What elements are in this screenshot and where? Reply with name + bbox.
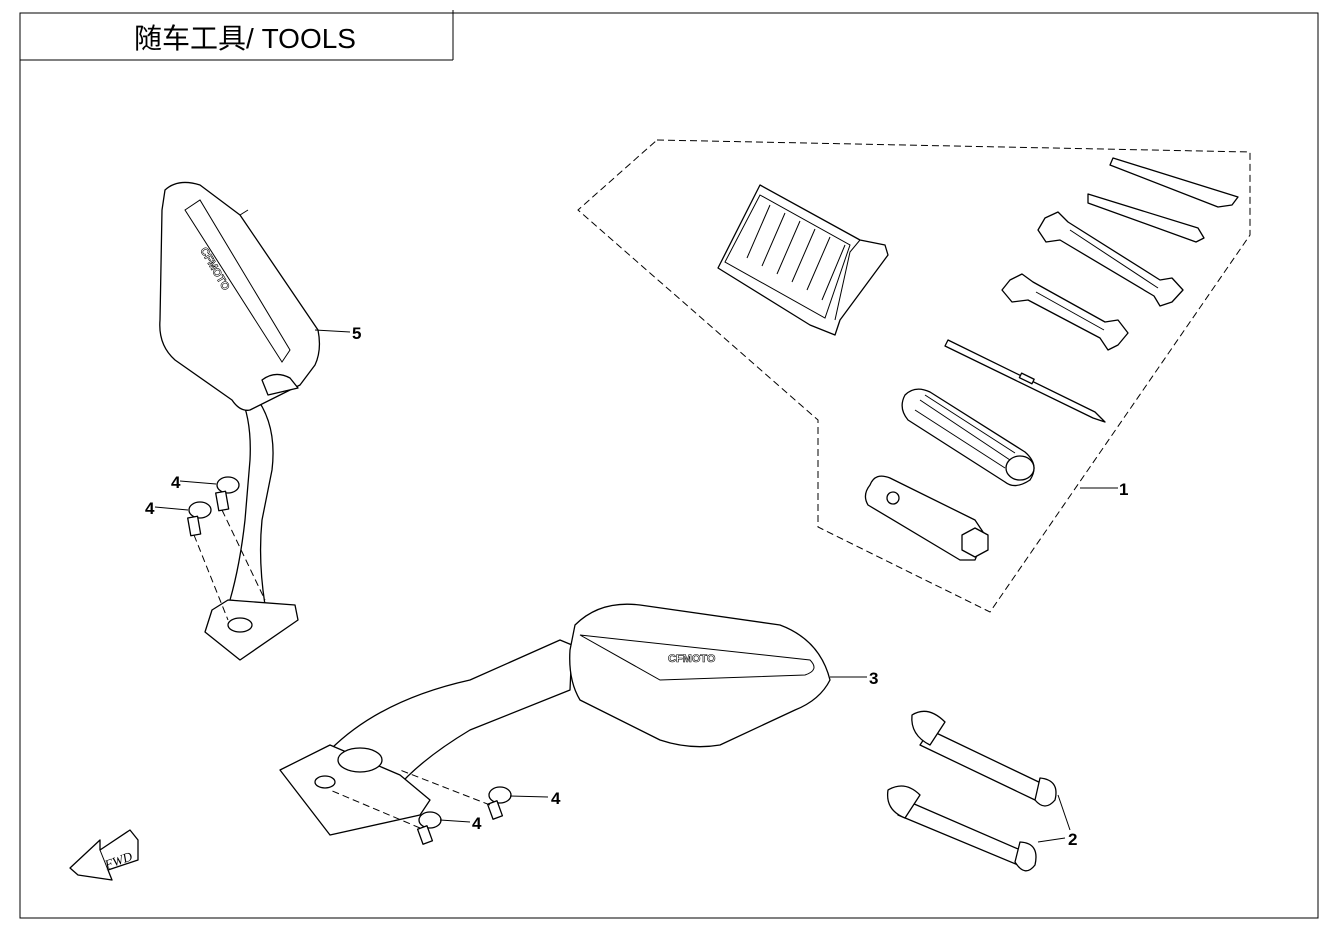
callout-5: 5 — [352, 324, 361, 343]
hex-key-small — [1087, 193, 1205, 243]
callout-4c: 4 — [551, 789, 561, 808]
bolt-left-upper: 4 — [171, 473, 266, 601]
callout-2: 2 — [1068, 830, 1077, 849]
mirror-logo-right: CFMOTO — [668, 653, 716, 665]
screwdriver-handle — [901, 388, 1035, 487]
bolt-right-lower: 4 — [329, 789, 482, 845]
screwdriver-bit — [944, 339, 1106, 423]
mirror-arm — [329, 639, 573, 801]
bolt-left-lower: 4 — [145, 499, 229, 621]
title-box: 随车工具/ TOOLS — [20, 10, 454, 61]
callout-1: 1 — [1119, 480, 1128, 499]
hex-key-large — [1109, 157, 1239, 208]
callout-4b: 4 — [145, 499, 155, 518]
mirror-base — [204, 599, 299, 661]
tool-kit: 1 — [577, 139, 1251, 613]
wrench-small — [1001, 273, 1129, 351]
mirror-base-right — [279, 744, 431, 836]
tool-bag — [717, 184, 889, 336]
right-mirror: CFMOTO 3 — [279, 603, 878, 836]
callout-4a: 4 — [171, 473, 181, 492]
diagram-title: 随车工具/ TOOLS — [134, 23, 356, 54]
callout-4d: 4 — [472, 814, 482, 833]
spark-plug-wrench — [864, 475, 989, 561]
diagram-border — [19, 12, 1319, 919]
bolt-right-upper: 4 — [399, 769, 561, 820]
wrench-large — [1037, 211, 1184, 307]
left-mirror: CFMOTO 5 — [159, 181, 361, 661]
callout-3: 3 — [869, 669, 878, 688]
tool-straps: 2 — [886, 710, 1077, 872]
forward-arrow-icon: FWD — [69, 829, 139, 881]
